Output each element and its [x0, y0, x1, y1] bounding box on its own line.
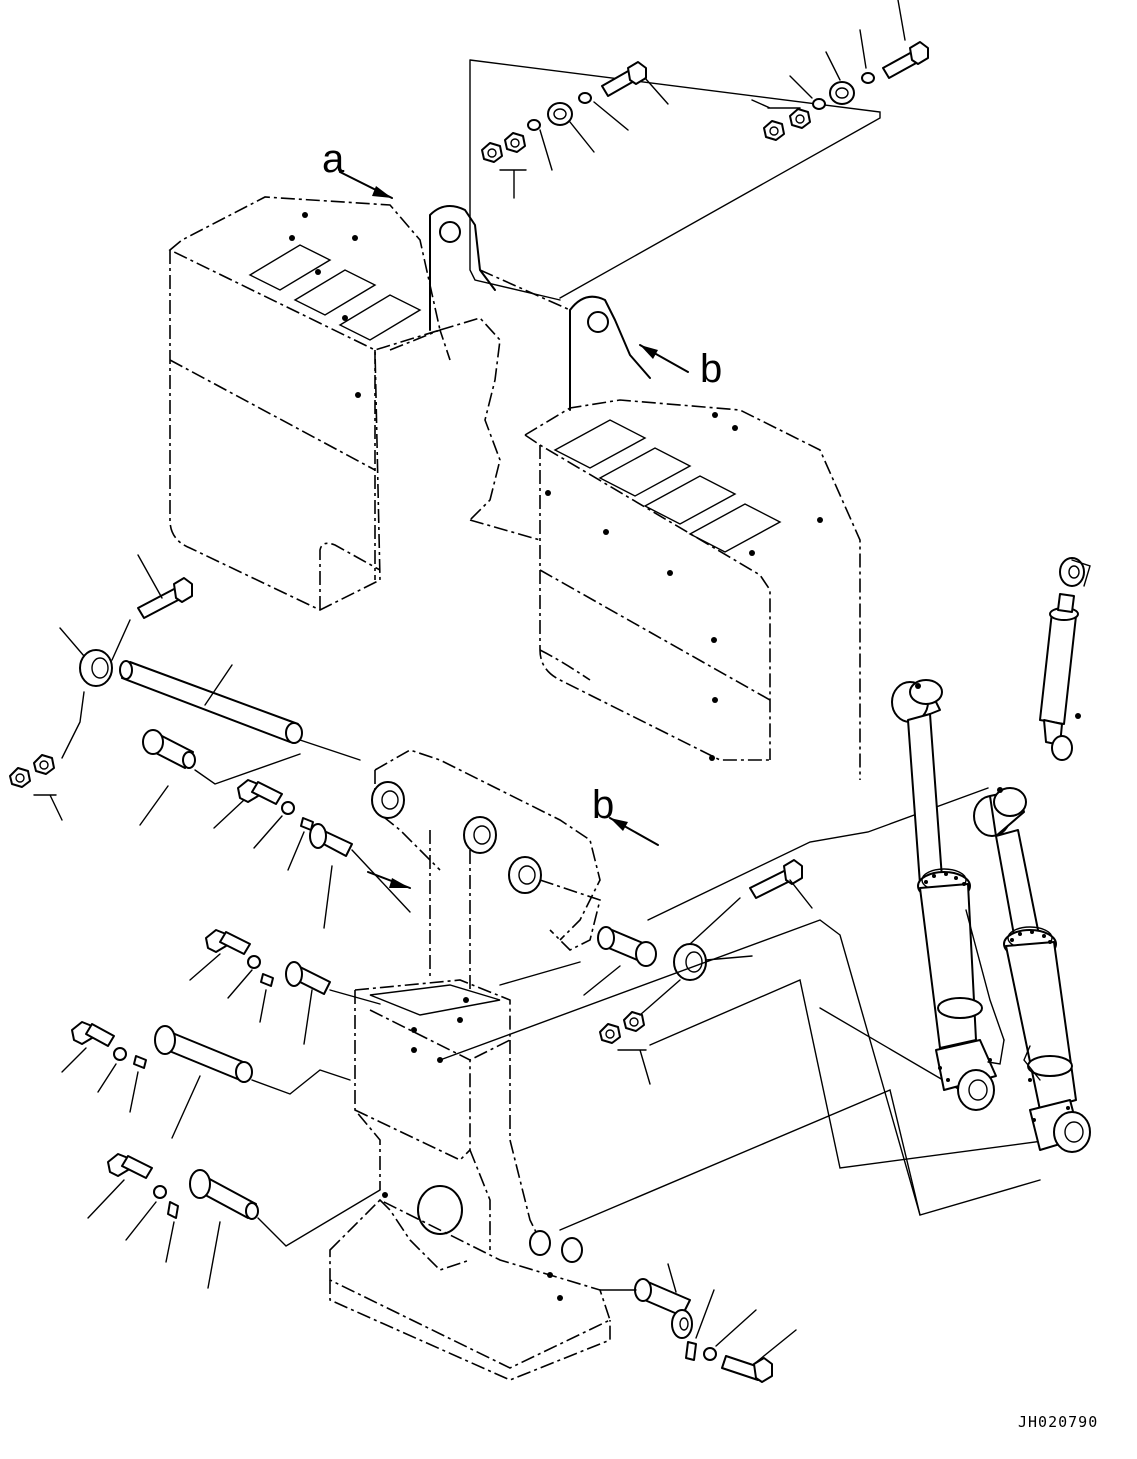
left-upper-hardware: [9, 554, 361, 821]
bolt: [205, 929, 251, 955]
washer: [247, 955, 261, 969]
washer: [153, 1185, 167, 1199]
bolt: [882, 41, 929, 79]
bolt: [71, 1021, 115, 1047]
washer: [578, 92, 592, 104]
collar: [829, 81, 855, 105]
pin: [285, 961, 331, 995]
hex-nut: [623, 1011, 645, 1032]
hex-nut: [763, 120, 785, 141]
washer: [281, 801, 295, 815]
collar: [547, 102, 573, 126]
washer: [703, 1347, 717, 1361]
collar: [79, 649, 113, 687]
hex-nut: [33, 754, 55, 775]
hex-nut: [9, 767, 31, 788]
callout-b-lower: b: [592, 783, 659, 846]
hex-nut: [599, 1023, 621, 1044]
bolt: [137, 577, 193, 619]
bolt: [721, 1355, 773, 1383]
callout-b-upper: b: [639, 344, 722, 391]
bottom-right-hardware: [599, 1263, 797, 1383]
bolt: [107, 1153, 153, 1179]
upper-frame-lugs: [389, 205, 651, 541]
lug-hole: [561, 1237, 583, 1263]
hydraulic-cylinder-small: [1039, 557, 1091, 761]
collar: [891, 679, 943, 723]
left-lower-hardware: [61, 729, 411, 1289]
top-hardware-group: [469, 0, 929, 301]
callout-a: a: [322, 137, 393, 199]
lock-plate: [167, 1201, 179, 1219]
left-counterweight: [168, 196, 441, 611]
hex-nut: [789, 108, 811, 129]
drawing-number: JH020790: [1018, 1413, 1098, 1431]
bushing: [463, 816, 497, 854]
hydraulic-cylinder-left: [891, 679, 1005, 1111]
lock-plate: [133, 1055, 147, 1069]
washer: [861, 72, 875, 84]
callout-b-lower-label: b: [592, 783, 614, 827]
hydraulic-cylinder-right: [973, 787, 1091, 1153]
bolt: [237, 779, 283, 805]
lock-plate: [685, 1341, 697, 1361]
long-pin: [119, 660, 303, 744]
collar: [673, 943, 707, 981]
right-mid-hardware: [439, 787, 1051, 1231]
hex-nut: [504, 132, 526, 153]
hex-nut: [481, 142, 503, 163]
callout-a-label: a: [322, 137, 345, 181]
lug-hole: [417, 1185, 463, 1235]
collar: [973, 787, 1027, 837]
right-counterweight: [524, 399, 861, 780]
pin: [309, 823, 353, 857]
bolt: [749, 859, 803, 899]
washer: [812, 98, 826, 110]
pin: [189, 1169, 259, 1220]
washer: [527, 119, 541, 131]
lug-hole: [529, 1230, 551, 1256]
washer: [113, 1047, 127, 1061]
lock-plate: [260, 973, 274, 987]
pin: [634, 1278, 693, 1339]
bolt: [601, 61, 647, 97]
bushing: [371, 781, 405, 819]
bushing: [508, 856, 542, 894]
pin: [597, 926, 657, 967]
long-pin: [154, 1025, 253, 1083]
pin: [142, 729, 196, 769]
callout-b-upper-label: b: [700, 347, 722, 391]
central-frame: [329, 749, 611, 1381]
